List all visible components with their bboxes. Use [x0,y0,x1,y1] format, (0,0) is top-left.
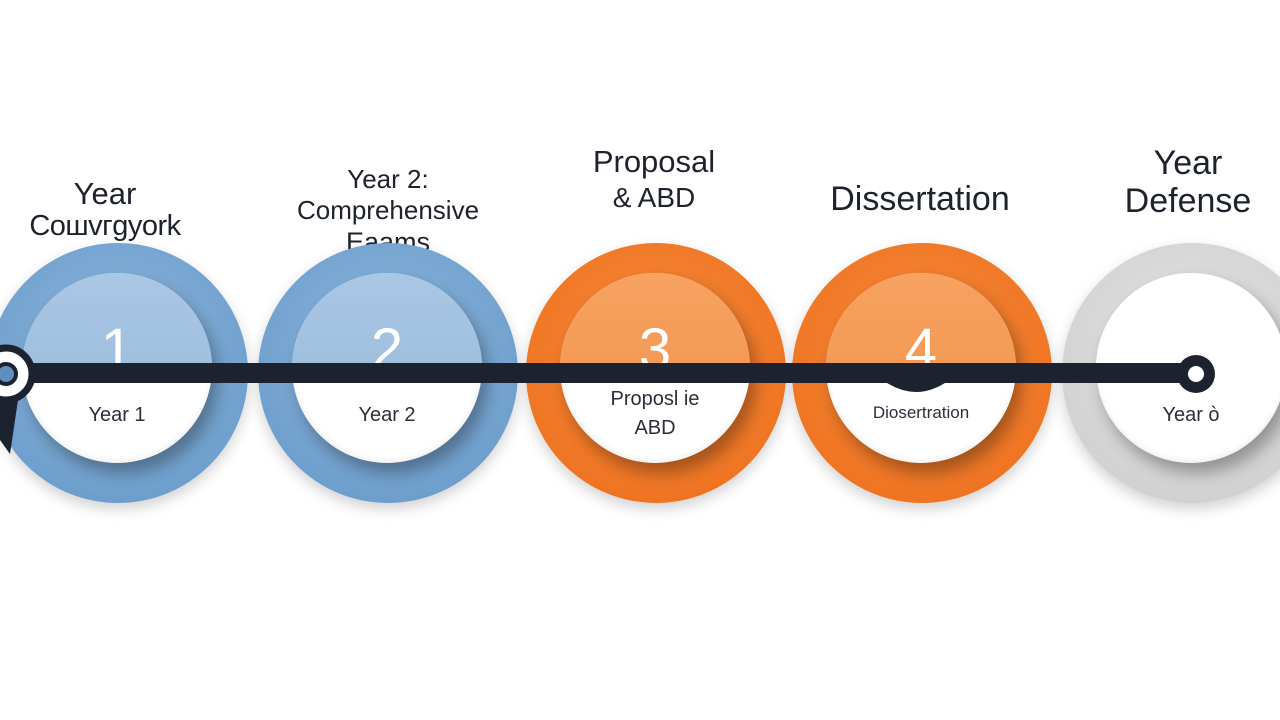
stage-1-heading: Year Coшvгgyork [0,176,210,242]
stage-5-label: Year ò [1096,401,1280,430]
stage-4-heading-line-1: Dissertation [830,180,1010,218]
stage-5-heading-line-2: Defense [1124,181,1252,220]
stage-1-label: Year 1 [22,401,212,430]
stage-3-heading-line-1: Proposal [592,144,716,179]
stage-1-number: 1 [100,317,134,382]
stage-4-heading: Dissertation [800,180,1040,218]
stage-2-inner-top [292,273,482,368]
stage-3-inner-disc: 3 Proposl ie ABD [560,273,750,463]
stage-5-heading: Year Defense [1090,144,1280,220]
stage-3-label-line-2: ABD [634,417,676,439]
stage-5-circle: Year ò [1062,243,1280,503]
stage-3-label-line-1: Proposl ie [610,388,700,410]
stage-2-inner-disc: 2 Year 2 [292,273,482,463]
stage-5-inner-disc: Year ò [1096,273,1280,463]
stage-1-inner-disc: 1 Year 1 [22,273,212,463]
stage-2-heading: Year 2: Comprehensive Eaams [268,164,508,259]
stage-2-heading-line-1: Year 2: [347,164,429,194]
stage-4-inner-top [826,273,1016,368]
stage-2-label-line-1: Year 2 [358,404,416,426]
stage-2-heading-line-2: Comprehensive [296,195,480,226]
stage-5-heading-line-1: Year [1153,144,1223,182]
stage-1-heading-line-2: Coшvгgyork [29,209,181,242]
stage-3-heading: Proposal & ABD [548,144,760,213]
stage-1-label-line-1: Year 1 [88,404,146,426]
stage-4-circle: 4 Diosertration [792,243,1052,503]
stage-4-label: Diosertration [826,401,1016,426]
stage-1-heading-line-1: Year [73,176,137,211]
stage-4-inner-disc: 4 Diosertration [826,273,1016,463]
stage-1-inner-top [22,273,212,368]
stage-3-label: Proposl ie ABD [560,385,750,443]
stage-2-circle: 2 Year 2 [258,243,518,503]
stage-1-circle: 1 Year 1 [0,243,248,503]
stage-4-label-line-1: Diosertration [872,403,970,422]
stage-5-inner-top [1096,273,1280,368]
stage-2-label: Year 2 [292,401,482,430]
stage-3-inner-top [560,273,750,368]
stage-2-number: 2 [370,317,404,382]
stage-4-number: 4 [904,317,938,382]
stage-5-label-line-1: Year ò [1162,404,1220,426]
stage-3-circle: 3 Proposl ie ABD [526,243,786,503]
stage-3-heading-line-2: & ABD [612,181,696,213]
stage-3-number: 3 [638,317,672,382]
